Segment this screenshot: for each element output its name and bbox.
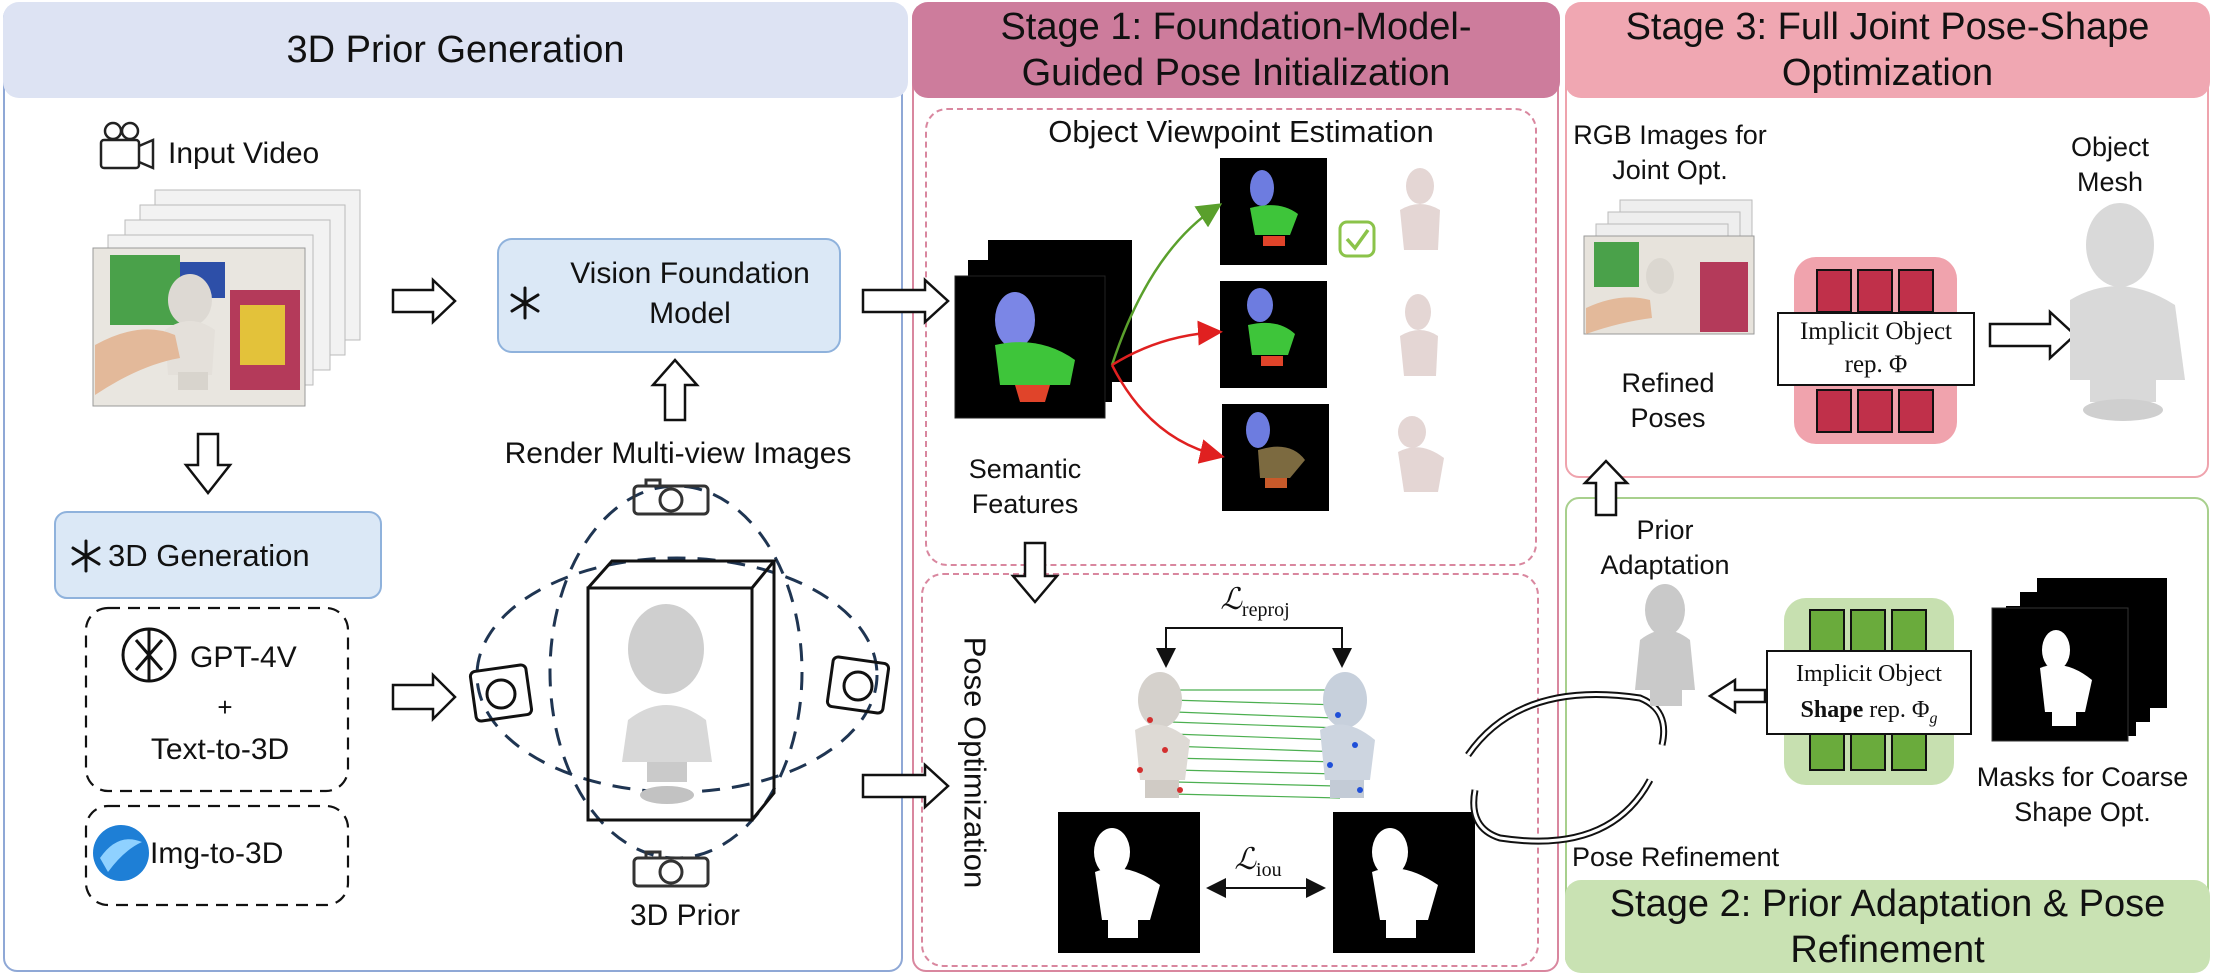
masks-line2: Shape Opt.: [2014, 797, 2151, 827]
refined-line2: Poses: [1630, 403, 1706, 433]
refined-poses-label: Refined Poses: [1598, 366, 1738, 436]
implicit-rep-label-box-stage3: [1777, 312, 1975, 386]
prior-adaptation-label: Prior Adaptation: [1575, 513, 1755, 583]
vision-model-line2: Model: [649, 297, 731, 330]
feature-view-tiles: [1220, 158, 1329, 511]
mask-tiles-pose: [1058, 812, 1475, 953]
statue-renders: [1398, 168, 1444, 492]
implicit-shape-bold: Shape: [1800, 697, 1864, 723]
masks-line1: Masks for Coarse: [1976, 762, 2189, 792]
checkmark-icon: [1338, 220, 1376, 258]
object-mesh-label: Object Mesh: [2050, 130, 2170, 200]
generation-label: 3D Generation: [108, 538, 310, 573]
img-to-3d-logo-icon: [93, 825, 149, 881]
loss-reproj-main: ℒ: [1220, 583, 1242, 616]
pose-optimization-label: Pose Optimization: [957, 636, 993, 889]
loss-iou-sub: iou: [1256, 859, 1282, 881]
rgb-line1: RGB Images for: [1573, 120, 1767, 150]
img-to-3d-label: Img-to-3D: [150, 837, 284, 870]
implicit-shape-line2: Shape rep. Φg: [1767, 692, 1971, 737]
camera-icon-top: [632, 478, 710, 516]
stage2-title-line2: Refinement: [1790, 928, 1985, 971]
bust-left-render: [1135, 672, 1190, 798]
input-video-label: Input Video: [168, 137, 320, 170]
loss-iou-label: ℒiou: [1218, 842, 1298, 888]
mesh-line1: Object: [2070, 132, 2150, 162]
stage3-title-line2: Optimization: [1781, 52, 1994, 94]
pose-optimization-box: [921, 573, 1539, 967]
vision-model-box: [497, 238, 841, 353]
camera-icon-left: [468, 663, 534, 723]
snowflake-icon-vision: [510, 286, 540, 320]
implicit-shape-label-box-stage2: [1766, 650, 1972, 735]
openai-logo-icon: [121, 627, 177, 683]
keypoints: [1137, 712, 1363, 793]
camera-icon-right: [825, 655, 891, 715]
prior-adapt-line1: Prior: [1636, 515, 1694, 545]
object-mesh: [2070, 203, 2185, 421]
loss-reproj-sub: reproj: [1241, 599, 1290, 621]
semantic-line2: Features: [971, 489, 1079, 519]
semantic-line1: Semantic: [968, 454, 1082, 484]
semantic-features-label: Semantic Features: [940, 452, 1110, 522]
coarse-masks-stack: [1991, 578, 2167, 742]
loss-iou-main: ℒ: [1234, 843, 1257, 876]
stage3-title-line1: Stage 3: Full Joint Pose-Shape: [1625, 6, 2150, 48]
stage2-title-line1: Stage 2: Prior Adaptation & Pose: [1609, 882, 2166, 925]
vision-model-label: Vision Foundation Model: [540, 254, 840, 334]
vision-model-line1: Vision Foundation: [570, 257, 810, 290]
stage3-header: Stage 3: Full Joint Pose-Shape Optimizat…: [1565, 2, 2210, 98]
prior-adaptation-bust: [1635, 584, 1695, 706]
text-to-3d-label: Text-to-3D: [150, 733, 290, 766]
semantic-feature-stack: [954, 240, 1132, 419]
implicit-shape-line1: Implicit Object: [1796, 661, 1942, 687]
loss-reproj-label: ℒreproj: [1200, 582, 1310, 628]
implicit-shape-label-stage2: Implicit Object Shape rep. Φg: [1767, 656, 1971, 737]
stage2-header: Stage 2: Prior Adaptation & Pose Refinem…: [1565, 880, 2210, 973]
rgb-images-label: RGB Images for Joint Opt.: [1565, 118, 1775, 188]
render-views-label: Render Multi-view Images: [504, 437, 852, 470]
viewpoint-estimation-box: [925, 108, 1537, 566]
gpt4v-label: GPT-4V: [190, 641, 297, 674]
snowflake-icon-generation: [71, 539, 101, 573]
viewpoint-label: Object Viewpoint Estimation: [1048, 114, 1434, 149]
bust-right-render: [1320, 672, 1375, 798]
arrow-green: [1110, 203, 1223, 366]
implicit-rep-line2: rep. Φ: [1844, 351, 1908, 378]
prior-adapt-line2: Adaptation: [1600, 550, 1730, 580]
camera-icon-bottom: [632, 850, 710, 888]
prior-bounding-box: [586, 559, 778, 822]
rgb-joint-images: [1583, 199, 1755, 335]
text-to-3d-box: [84, 606, 350, 793]
reproj-bracket: [1156, 627, 1352, 668]
img-to-3d-box: [84, 804, 350, 907]
implicit-shape-rest: rep. Φ: [1863, 697, 1930, 723]
video-camera-icon: [99, 121, 155, 170]
input-video-frames: [92, 189, 361, 407]
stage1-header: Stage 1: Foundation-Model- Guided Pose I…: [912, 2, 1560, 98]
refined-line1: Refined: [1621, 368, 1715, 398]
cycle-arrow-bottom: [1470, 778, 1654, 845]
implicit-shape-sub: g: [1929, 709, 1938, 727]
prior-generation-title: 3D Prior Generation: [286, 29, 625, 71]
stage1-title-line1: Stage 1: Foundation-Model-: [1000, 6, 1472, 48]
prior-generation-header: 3D Prior Generation: [3, 2, 908, 98]
generation-box: [54, 511, 382, 599]
arrow-red-mid: [1111, 320, 1223, 367]
stage1-title-line2: Guided Pose Initialization: [1021, 52, 1451, 94]
mesh-line2: Mesh: [2076, 167, 2144, 197]
rgb-line2: Joint Opt.: [1612, 155, 1728, 185]
prior-3d-label: 3D Prior: [629, 899, 741, 932]
hollow-arrows: [183, 277, 2077, 810]
correspondence-lines: [1167, 689, 1343, 799]
pose-refinement-label: Pose Refinement: [1572, 842, 1780, 872]
implicit-rep-label-stage3: Implicit Object rep. Φ: [1778, 315, 1974, 381]
bust-statue-prior: [622, 604, 712, 804]
masks-coarse-label: Masks for Coarse Shape Opt.: [1955, 760, 2210, 830]
arrow-red-low: [1110, 364, 1225, 464]
plus-label: +: [217, 692, 233, 722]
implicit-rep-line1: Implicit Object: [1799, 318, 1953, 345]
